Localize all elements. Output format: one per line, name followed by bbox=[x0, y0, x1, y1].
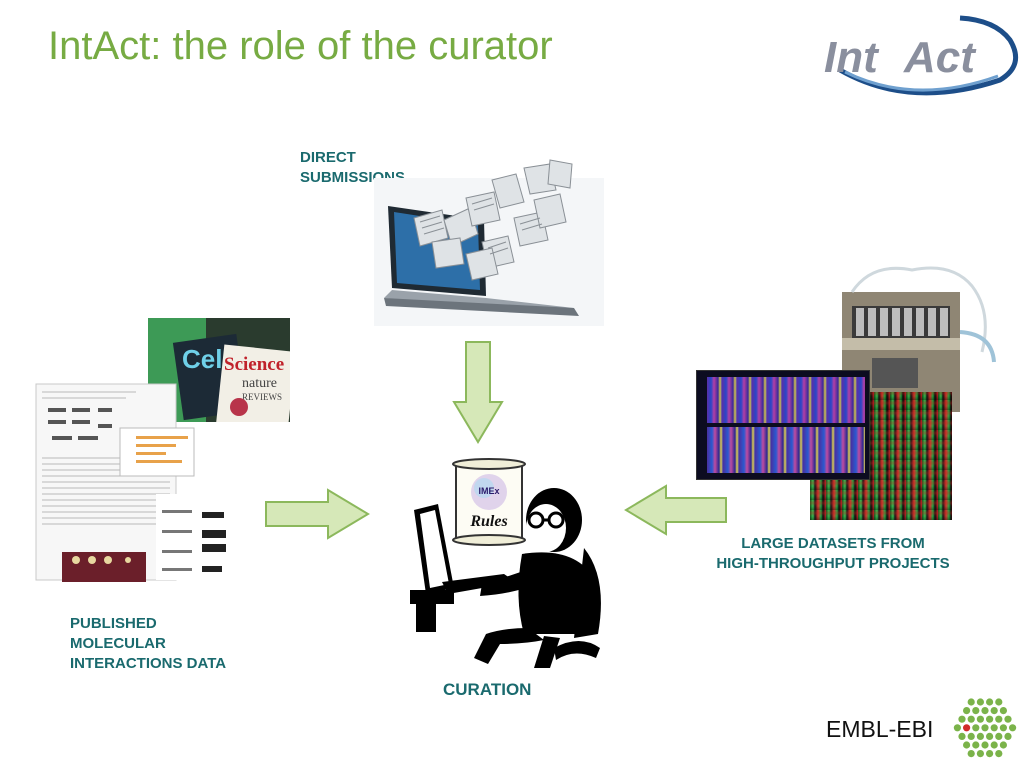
logo-dot bbox=[981, 724, 989, 732]
logo-dot bbox=[981, 741, 989, 749]
logo-dot bbox=[1004, 732, 1012, 740]
logo-dot bbox=[976, 750, 984, 758]
logo-dot bbox=[972, 724, 980, 732]
logo-dot bbox=[967, 715, 975, 723]
published-paper-image bbox=[35, 383, 232, 582]
embl-ebi-text: EMBL-EBI bbox=[826, 716, 934, 742]
logo-dot bbox=[963, 707, 971, 715]
laptop-papers-image bbox=[374, 159, 604, 326]
nature-journal-text: nature bbox=[242, 376, 277, 391]
logo-dot bbox=[972, 741, 980, 749]
rules-scroll-icon: IMEx Rules bbox=[452, 458, 526, 546]
slide-title: IntAct: the role of the curator bbox=[48, 24, 553, 68]
science-journal-text: Science bbox=[224, 354, 285, 375]
published-data-label: PUBLISHED MOLECULAR INTERACTIONS DATA bbox=[70, 615, 227, 672]
curation-label: CURATION bbox=[443, 680, 532, 699]
logo-dot bbox=[953, 724, 961, 732]
embl-ebi-logo-icon bbox=[953, 698, 1017, 758]
imex-text: IMEx bbox=[478, 486, 499, 496]
down-arrow bbox=[452, 341, 504, 444]
logo-dot bbox=[995, 698, 1003, 706]
logo-dot bbox=[986, 750, 994, 758]
logo-dot bbox=[995, 715, 1003, 723]
logo-dot bbox=[999, 741, 1007, 749]
left-arrow bbox=[624, 484, 727, 536]
logo-dot bbox=[1004, 715, 1012, 723]
logo-dot bbox=[986, 715, 994, 723]
logo-dot bbox=[976, 698, 984, 706]
right-arrow bbox=[265, 488, 370, 540]
logo-dot bbox=[986, 732, 994, 740]
logo-dot bbox=[999, 724, 1007, 732]
rules-text: Rules bbox=[469, 513, 507, 530]
logo-dot bbox=[986, 698, 994, 706]
logo-dot bbox=[958, 732, 966, 740]
curator-icon: IMEx Rules bbox=[410, 458, 601, 668]
dataset-screen-image bbox=[696, 370, 870, 480]
logo-dot bbox=[990, 724, 998, 732]
logo-dot bbox=[981, 707, 989, 715]
logo-dot bbox=[967, 698, 975, 706]
logo-dot bbox=[976, 715, 984, 723]
logo-dot bbox=[967, 750, 975, 758]
logo-dot bbox=[1009, 724, 1017, 732]
logo-int-text: Int bbox=[824, 33, 880, 82]
logo-dot bbox=[972, 707, 980, 715]
logo-act-text: Act bbox=[903, 33, 977, 82]
large-datasets-label: LARGE DATASETS FROM HIGH-THROUGHPUT PROJ… bbox=[716, 535, 950, 572]
logo-dot bbox=[990, 741, 998, 749]
reviews-journal-text: REVIEWS bbox=[242, 392, 282, 402]
logo-dot bbox=[976, 732, 984, 740]
logo-dot bbox=[958, 715, 966, 723]
logo-dot bbox=[963, 741, 971, 749]
logo-dot bbox=[990, 707, 998, 715]
logo-dot bbox=[995, 732, 1003, 740]
logo-dot bbox=[963, 724, 971, 732]
logo-dot bbox=[999, 707, 1007, 715]
logo-dot bbox=[967, 732, 975, 740]
logo-dot bbox=[995, 750, 1003, 758]
intact-logo: Int Act bbox=[824, 15, 1019, 96]
